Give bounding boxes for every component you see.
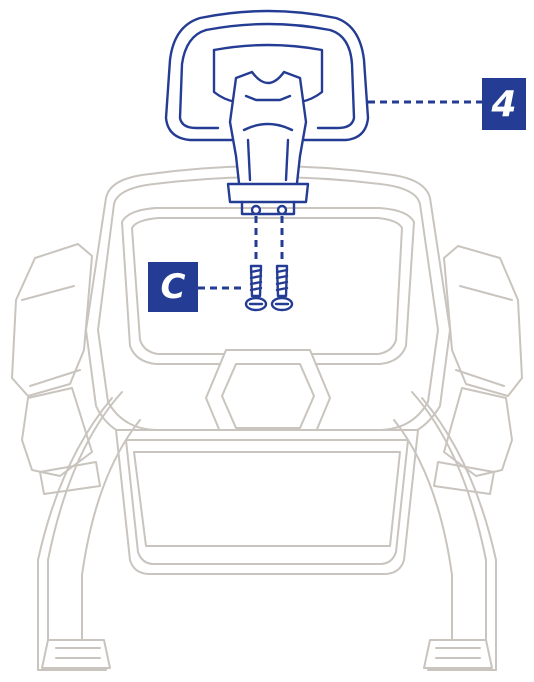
- part-letter-label: C: [148, 262, 198, 312]
- step-number-label: 4: [482, 78, 526, 130]
- left-armrest: [12, 244, 100, 494]
- seat: [116, 430, 418, 574]
- right-armrest: [434, 246, 522, 494]
